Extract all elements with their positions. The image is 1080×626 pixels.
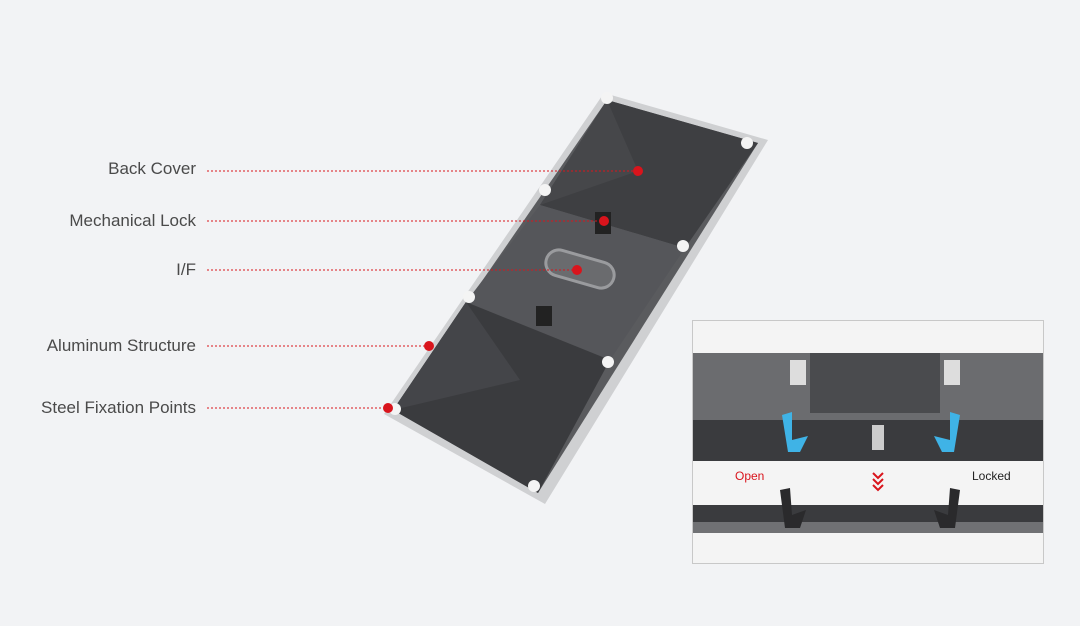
- label-steel-fixation-points: Steel Fixation Points: [41, 398, 196, 417]
- label-locked: Locked: [972, 469, 1011, 483]
- leader-lines: [207, 170, 638, 409]
- label-interface: I/F: [176, 260, 196, 279]
- latch-open: [782, 412, 808, 452]
- lock-detail-inset: [692, 320, 1044, 564]
- back-cover-bottom-shade: [393, 302, 520, 410]
- fixation-points: [389, 92, 753, 492]
- label-open: Open: [735, 469, 765, 483]
- latch-locked: [934, 412, 960, 452]
- callout-dots: [383, 166, 643, 413]
- lower-lock: [536, 306, 552, 326]
- label-mechanical-lock: Mechanical Lock: [69, 211, 196, 230]
- down-chevron-icon: [872, 472, 884, 492]
- label-aluminum-structure: Aluminum Structure: [46, 336, 196, 355]
- back-cover-top-shade: [540, 100, 638, 205]
- led-module: [384, 92, 768, 504]
- label-back-cover: Back Cover: [108, 159, 196, 178]
